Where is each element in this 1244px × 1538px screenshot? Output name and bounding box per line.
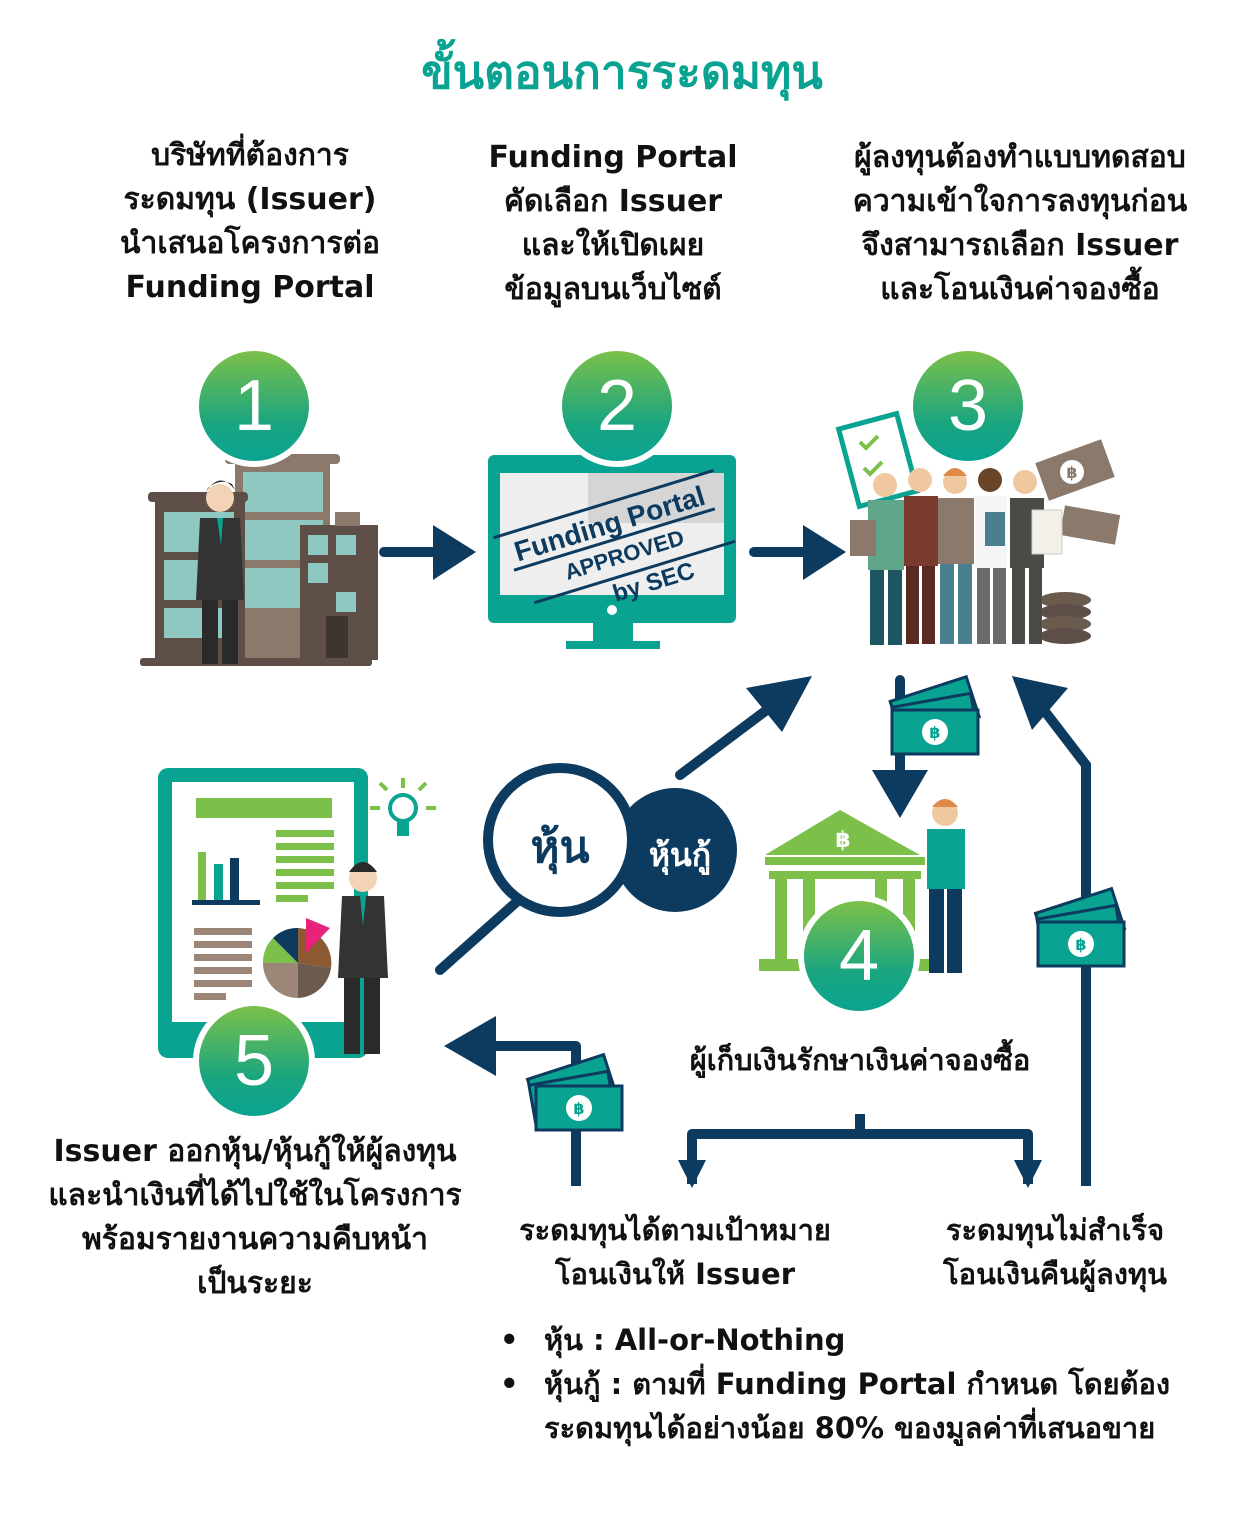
- banknote-stack-icon: ฿: [525, 1052, 624, 1132]
- magnifier-icon: หุ้น หุ้นกู้: [435, 676, 812, 975]
- caption-line: ความเข้าใจการลงทุนก่อน: [852, 184, 1188, 219]
- step-1-caption: บริษัทที่ต้องการ ระดมทุน (Issuer) นำเสนอ…: [90, 134, 410, 310]
- arrow-step2-to-step3: [749, 525, 846, 580]
- outcome-line: ระดมทุนไม่สำเร็จ: [945, 1213, 1165, 1247]
- caption-line: ผู้ลงทุนต้องทำแบบทดสอบ: [854, 140, 1186, 175]
- note-text: หุ้นกู้ : ตามที่ Funding Portal กำหนด โด…: [544, 1367, 1171, 1401]
- arrow-step3-to-step4: ฿: [872, 674, 982, 818]
- banknote-stack-icon: ฿: [888, 674, 982, 756]
- pie-chart-icon: [262, 918, 332, 998]
- caption-line: บริษัทที่ต้องการ: [151, 138, 349, 173]
- note-text: หุ้น : All-or-Nothing: [544, 1323, 846, 1357]
- caption-line: พร้อมรายงานความคืบหน้า: [82, 1222, 428, 1257]
- investor-1: [850, 473, 904, 645]
- lightbulb-icon: [370, 778, 436, 836]
- stock-label: หุ้น: [530, 822, 589, 875]
- caption-line: คัดเลือก Issuer: [503, 184, 723, 219]
- investor-3: [938, 468, 974, 644]
- outcome-line: โอนเงินคืนผู้ลงทุน: [943, 1257, 1167, 1291]
- caption-line: Funding Portal: [488, 140, 738, 175]
- refund-arrow: ฿: [1012, 676, 1127, 1186]
- outcome-failure: ระดมทุนไม่สำเร็จ โอนเงินคืนผู้ลงทุน: [900, 1208, 1210, 1296]
- investor-4: [975, 468, 1007, 644]
- monitor-illustration: Funding Portal APPROVED by SEC: [488, 455, 736, 649]
- page-title: ขั้นตอนการระดมทุน: [421, 45, 823, 99]
- bank-baht-symbol: ฿: [835, 828, 850, 853]
- step-2-caption: Funding Portal คัดเลือก Issuer และให้เปิ…: [463, 136, 763, 312]
- step-5-caption: Issuer ออกหุ้น/หุ้นกู้ให้ผู้ลงทุน และนำเ…: [20, 1130, 490, 1306]
- caption-line: นำเสนอโครงการต่อ: [119, 226, 380, 261]
- bullet-icon: •: [500, 1323, 519, 1357]
- caption-line: ระดมทุน (Issuer): [123, 182, 377, 217]
- debenture-label: หุ้นกู้: [649, 836, 711, 876]
- svg-text:฿: ฿: [929, 723, 940, 742]
- bullet-icon: •: [500, 1367, 519, 1401]
- businessman-figure: [196, 480, 244, 664]
- outcome-success: ระดมทุนได้ตามเป้าหมาย โอนเงินให้ Issuer: [490, 1208, 860, 1296]
- step-3-badge: 3: [907, 345, 1029, 467]
- outcome-line: ระดมทุนได้ตามเป้าหมาย: [519, 1213, 831, 1247]
- note-item: • หุ้น : All-or-Nothing: [500, 1318, 1240, 1362]
- step-3-caption: ผู้ลงทุนต้องทำแบบทดสอบ ความเข้าใจการลงทุ…: [800, 136, 1240, 312]
- baht-symbol: ฿: [1066, 463, 1077, 482]
- svg-text:฿: ฿: [1075, 935, 1086, 954]
- caption-line: ผู้เก็บเงินรักษาเงินค่าจองซื้อ: [689, 1043, 1031, 1077]
- report-illustration: [158, 768, 436, 1058]
- step-1-badge: 1: [193, 345, 315, 467]
- banknote-stack-icon: ฿: [1033, 886, 1127, 968]
- caption-line: Funding Portal: [125, 270, 375, 305]
- note-text: ระดมทุนได้อย่างน้อย 80% ของมูลค่าที่เสนอ…: [544, 1411, 1156, 1445]
- caption-line: และโอนเงินค่าจองซื้อ: [880, 272, 1160, 307]
- outcome-line: โอนเงินให้ Issuer: [554, 1257, 795, 1291]
- split-arrow: [678, 1114, 1042, 1188]
- caption-line: และให้เปิดเผย: [521, 228, 705, 263]
- step-5-badge: 5: [193, 1000, 315, 1122]
- transfer-to-issuer-arrow: ฿: [444, 1016, 624, 1186]
- office-building-illustration: [140, 454, 378, 666]
- caption-line: Issuer ออกหุ้น/หุ้นกู้ให้ผู้ลงทุน: [53, 1134, 457, 1169]
- svg-text:฿: ฿: [573, 1099, 584, 1118]
- caption-line: ข้อมูลบนเว็บไซต์: [504, 272, 722, 307]
- caption-line: เป็นระยะ: [197, 1266, 313, 1301]
- investor-2: [904, 468, 938, 644]
- notes-list: • หุ้น : All-or-Nothing • หุ้นกู้ : ตามท…: [500, 1318, 1240, 1450]
- caption-line: จึงสามารถเลือก Issuer: [861, 228, 1179, 263]
- presenter-figure: [338, 862, 388, 1054]
- custodian-figure: [927, 799, 965, 973]
- caption-line: และนำเงินที่ได้ไปใช้ในโครงการ: [48, 1178, 462, 1213]
- note-item: • หุ้นกู้ : ตามที่ Funding Portal กำหนด …: [500, 1362, 1240, 1450]
- step-4-badge: 4: [798, 895, 920, 1017]
- investors-illustration: ฿: [835, 410, 1121, 645]
- step-2-badge: 2: [556, 345, 678, 467]
- investor-5: [1010, 470, 1063, 644]
- step-4-caption: ผู้เก็บเงินรักษาเงินค่าจองซื้อ: [640, 1038, 1080, 1082]
- arrow-step1-to-step2: [379, 525, 476, 580]
